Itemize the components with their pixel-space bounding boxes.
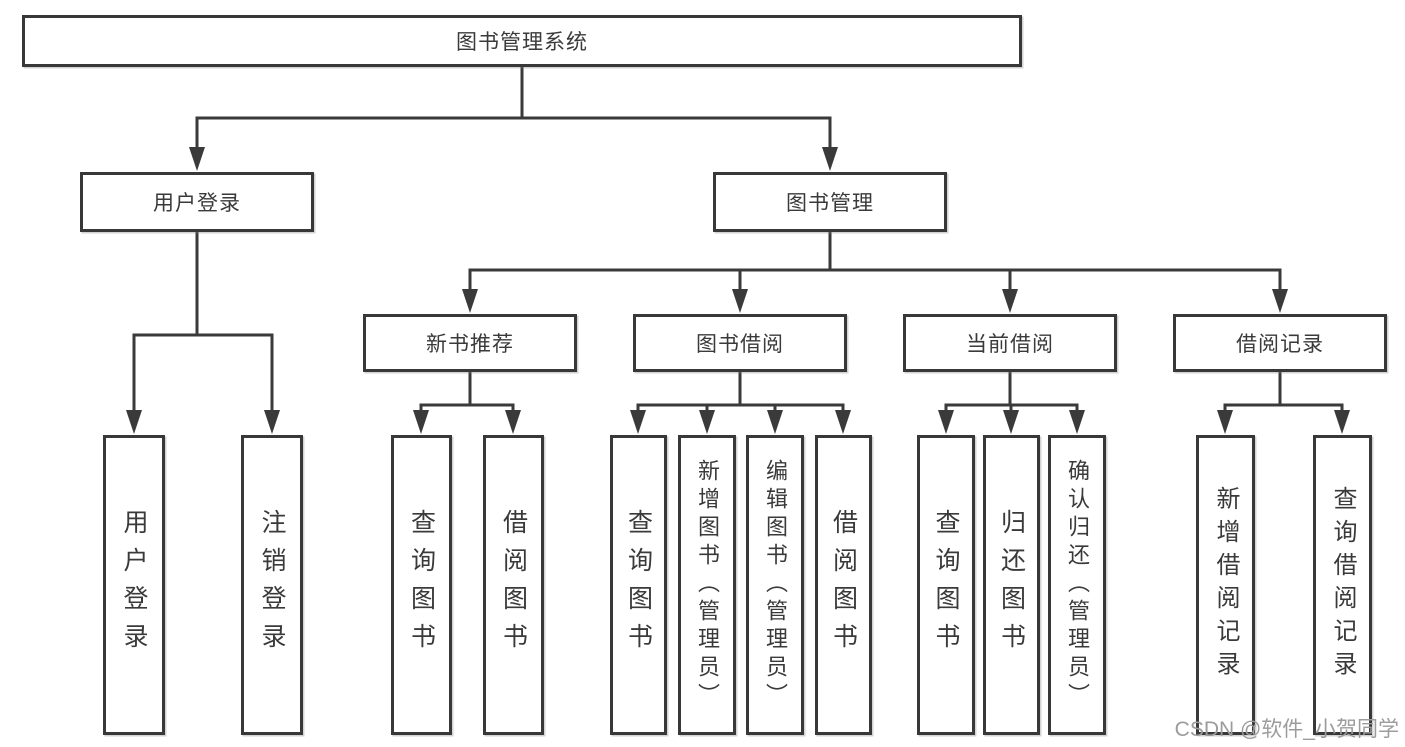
leaf-add-borrow-record: 新增借阅记录 [1196, 435, 1255, 735]
node-borrowing-records-label: 借阅记录 [1236, 333, 1324, 356]
leaf-add-books-admin: 新增图书（管理员） [678, 435, 736, 735]
leaf-confirm-return-admin-label: 确认归还（管理员） [1065, 459, 1090, 711]
leaf-borrow-books-2: 借阅图书 [815, 435, 872, 735]
leaf-logout: 注销登录 [241, 435, 303, 735]
leaf-edit-books-admin: 编辑图书（管理员） [746, 435, 804, 735]
node-book-management-label: 图书管理 [786, 192, 874, 215]
leaf-return-books: 归还图书 [983, 435, 1040, 735]
leaf-query-books-3: 查询图书 [917, 435, 975, 735]
connector-bookborrow-to-leaves [630, 372, 851, 434]
node-borrowing-records: 借阅记录 [1173, 314, 1387, 372]
connector-root-to-level2 [189, 67, 838, 171]
node-root-label: 图书管理系统 [456, 31, 588, 54]
leaf-borrow-books-2-label: 借阅图书 [829, 509, 858, 661]
leaf-add-books-admin-label: 新增图书（管理员） [695, 459, 720, 711]
node-new-book-recommend: 新书推荐 [363, 314, 577, 372]
leaf-confirm-return-admin: 确认归还（管理员） [1048, 435, 1106, 735]
connector-borrowrecords-to-leaves [1217, 372, 1350, 434]
node-book-borrowing-label: 图书借阅 [696, 333, 784, 356]
leaf-query-books-3-label: 查询图书 [932, 509, 960, 661]
leaf-logout-label: 注销登录 [258, 509, 286, 661]
leaf-query-books-2-label: 查询图书 [624, 509, 653, 661]
node-book-management: 图书管理 [713, 172, 947, 232]
node-new-book-recommend-label: 新书推荐 [426, 333, 514, 356]
node-user-login: 用户登录 [80, 172, 314, 232]
leaf-edit-books-admin-label: 编辑图书（管理员） [763, 459, 788, 711]
node-book-borrowing: 图书借阅 [633, 314, 847, 372]
connector-bookmgmt-to-level3 [462, 232, 1288, 313]
leaf-query-books-1-label: 查询图书 [407, 509, 436, 661]
node-current-borrowing: 当前借阅 [903, 314, 1117, 372]
leaf-query-books-1: 查询图书 [391, 435, 452, 735]
connector-currentborrow-to-leaves [938, 372, 1085, 434]
leaf-return-books-label: 归还图书 [997, 509, 1026, 661]
leaf-user-login-label: 用户登录 [120, 509, 148, 661]
leaf-add-borrow-record-label: 新增借阅记录 [1212, 486, 1239, 684]
leaf-user-login: 用户登录 [103, 435, 165, 735]
connector-userlogin-to-leaves [126, 232, 280, 434]
connector-newbooks-to-leaves [413, 372, 521, 434]
leaf-borrow-books-1: 借阅图书 [483, 435, 544, 735]
leaf-query-borrow-record: 查询借阅记录 [1313, 435, 1372, 735]
leaf-query-books-2: 查询图书 [610, 435, 667, 735]
leaf-query-borrow-record-label: 查询借阅记录 [1329, 486, 1356, 684]
leaf-borrow-books-1-label: 借阅图书 [499, 509, 528, 661]
node-user-login-label: 用户登录 [153, 192, 241, 215]
node-current-borrowing-label: 当前借阅 [966, 333, 1054, 356]
node-root: 图书管理系统 [22, 15, 1022, 67]
watermark: CSDN @软件_小贺同学 [1174, 718, 1399, 741]
